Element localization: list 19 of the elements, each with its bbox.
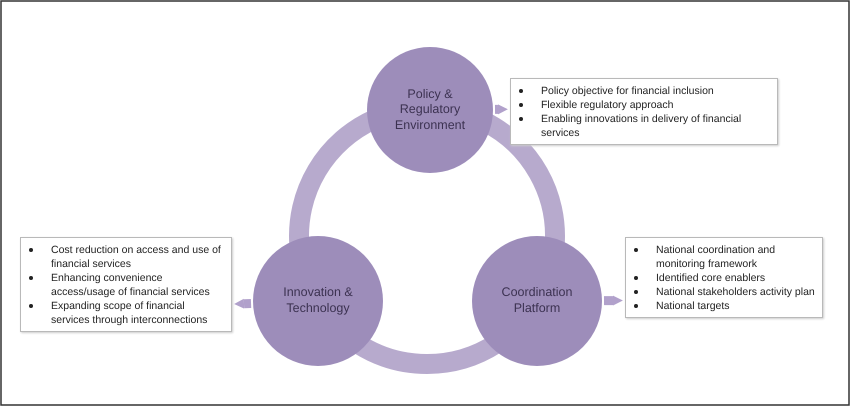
block-arrow — [234, 298, 252, 309]
bullet-text: National coordination and monitoring framework — [656, 244, 776, 270]
bullet-text: Flexible regulatory approach — [541, 99, 674, 111]
bullet-text: Enabling innovations in delivery of financial services — [541, 113, 742, 139]
bullet-text: National stakeholders activity plan — [656, 286, 815, 298]
bullet-list-box — [20, 237, 232, 332]
circle-label: Policy & Regulatory Environment — [394, 86, 466, 134]
circle-label: Innovation & Technology — [282, 285, 354, 317]
bullet-text: Enhancing convenience access/usage of financial services — [51, 272, 210, 298]
bullet-text: Policy objective for financial inclusion — [541, 85, 714, 97]
bullet-text: Identified core enablers — [656, 272, 766, 284]
bullet-list-box — [625, 237, 823, 318]
block-arrow — [604, 296, 623, 306]
block-arrow — [494, 104, 508, 114]
bullet-list-box — [510, 78, 778, 145]
bullet-text: National targets — [656, 300, 730, 312]
bullet-text: Expanding scope of financial services through interconnections — [51, 300, 208, 326]
circle-label: Coordination Platform — [500, 285, 574, 317]
bullet-text: Cost reduction on access and use of financial services — [51, 244, 221, 270]
